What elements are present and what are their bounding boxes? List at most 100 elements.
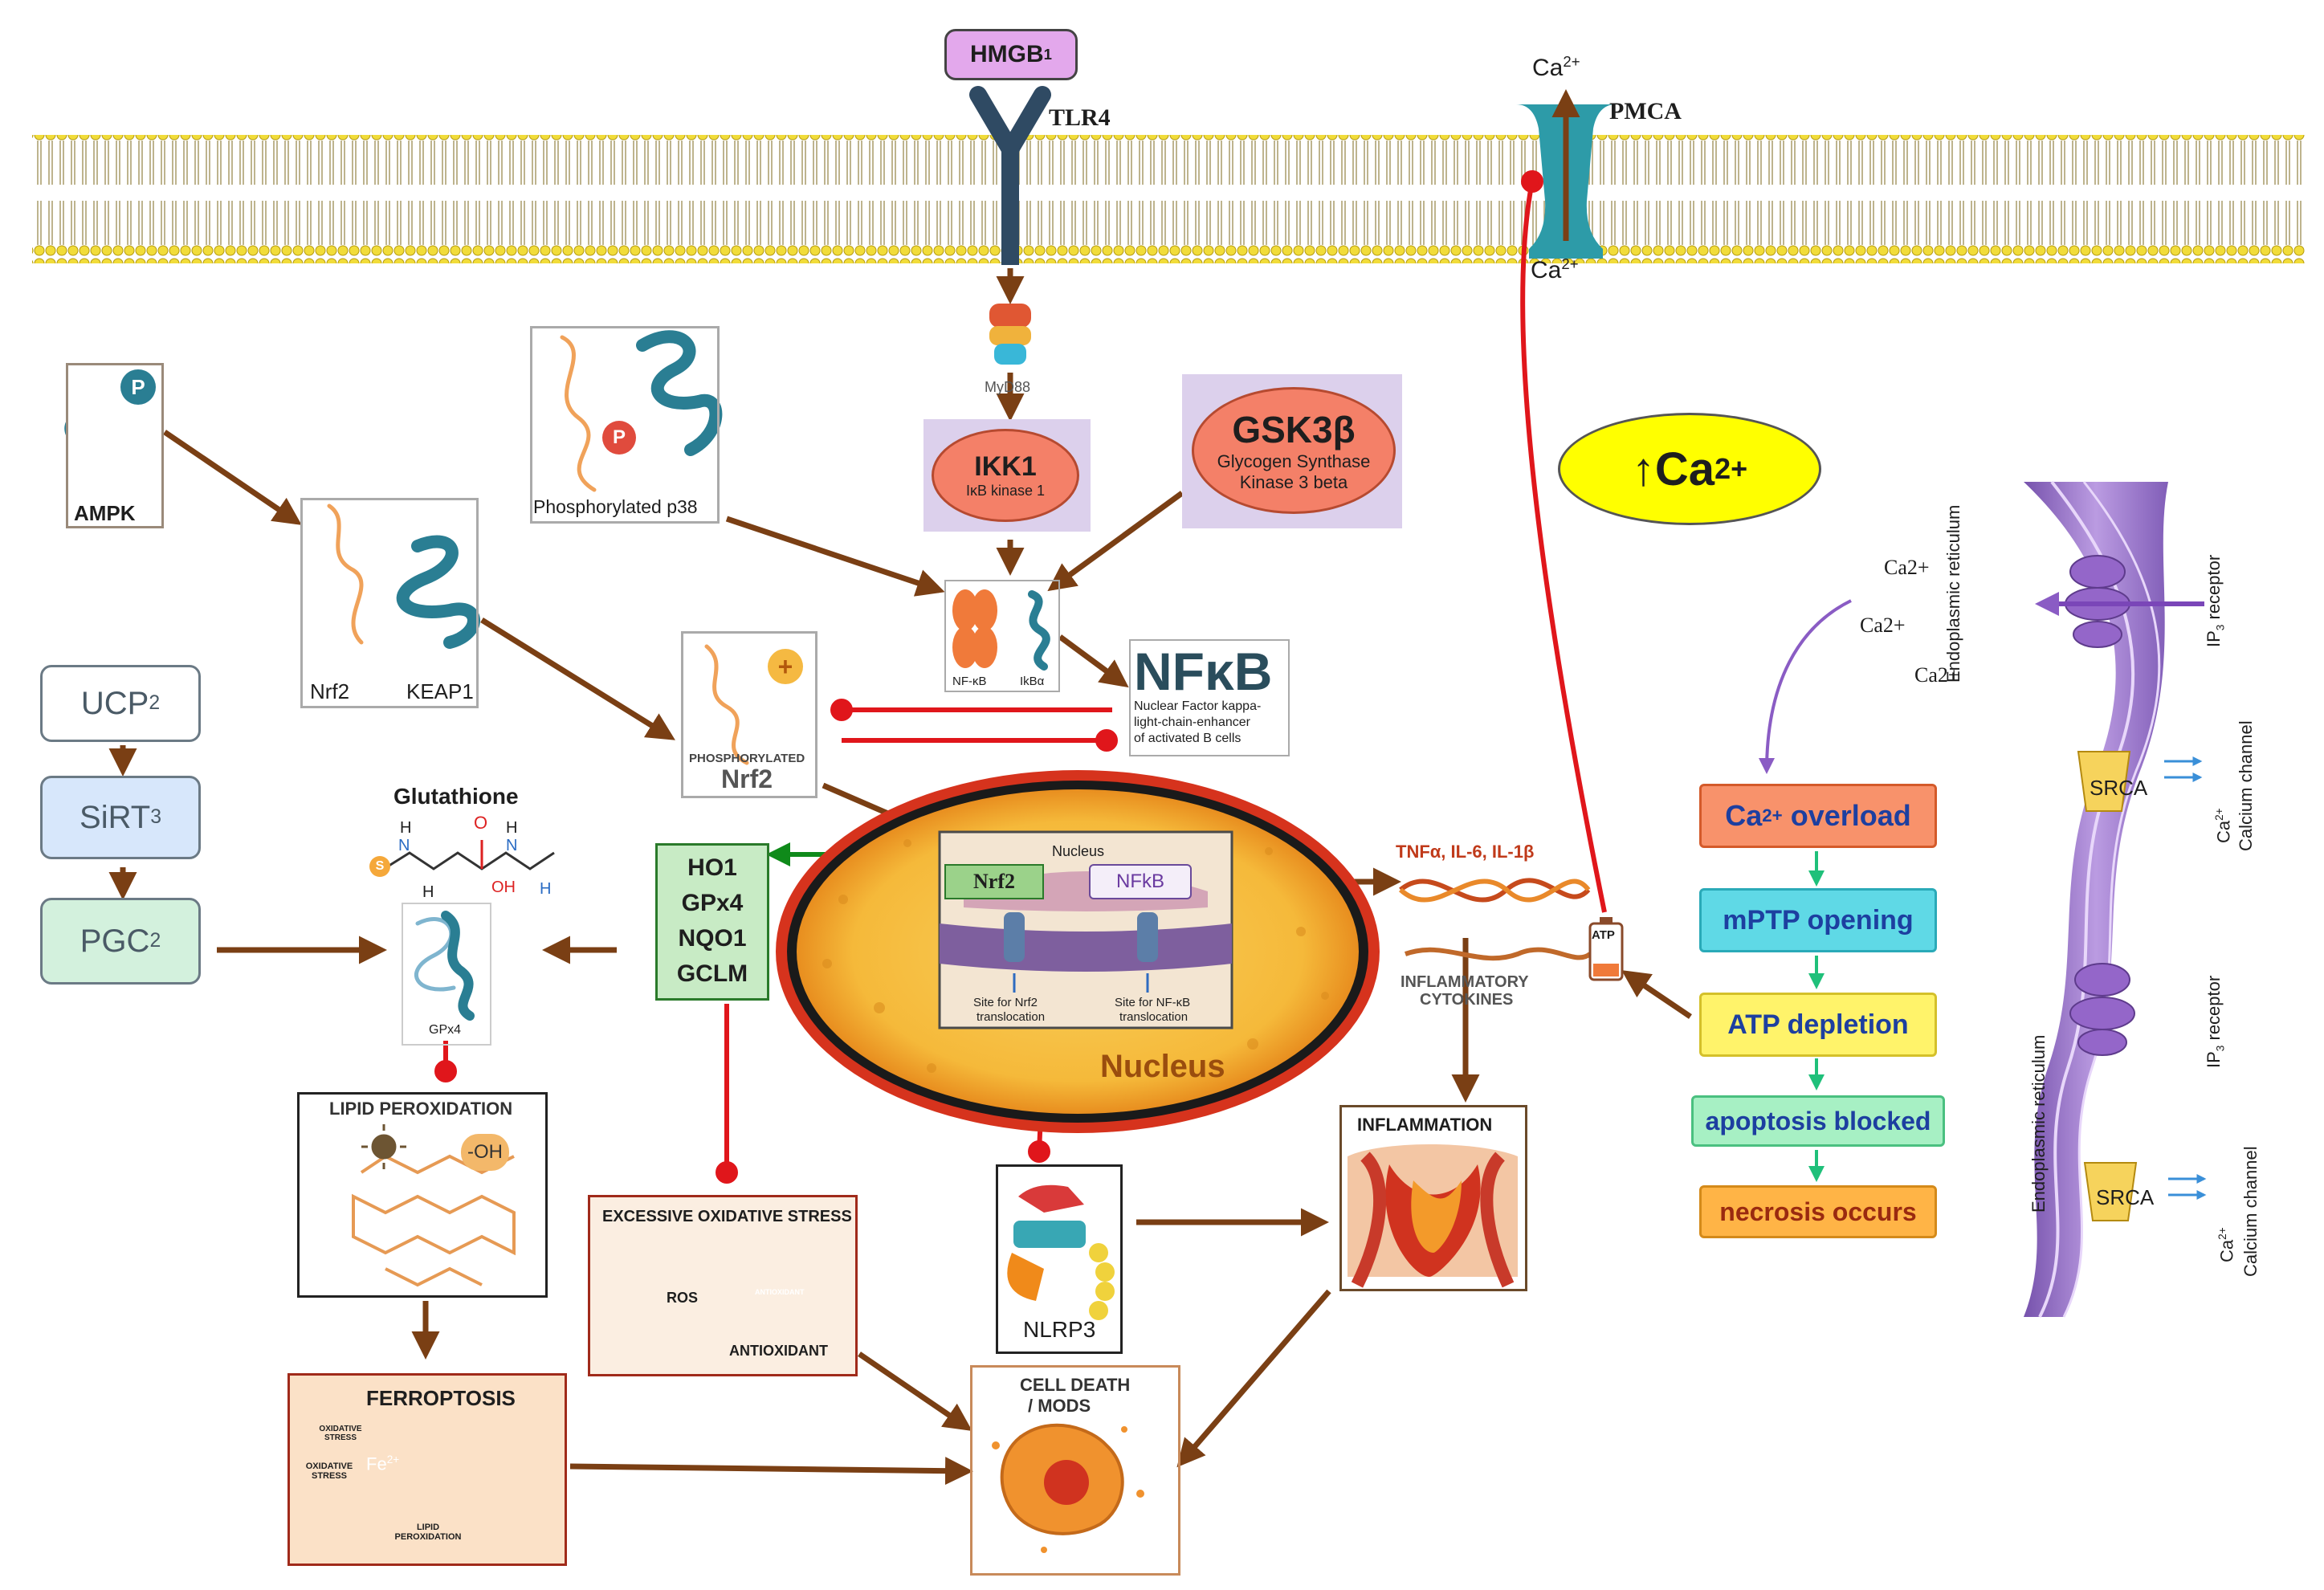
pgc2-sub: 2 [149, 930, 161, 952]
lipid-peroxidation-title: LIPID PEROXIDATION [329, 1099, 513, 1119]
hmgb1-sub: 1 [1043, 46, 1052, 63]
lipid-perox-small: LIPID PEROXIDATION [394, 1523, 462, 1542]
tlr4-receptor [969, 86, 1051, 265]
myd88-label: MyD88 [985, 379, 1031, 395]
ca-ch2-text: Ca [2216, 1239, 2237, 1262]
cytokines-bottom2: CYTOKINES [1420, 991, 1514, 1009]
gene-nqo1: NQO1 [678, 925, 747, 952]
glutathione-structure [353, 817, 562, 898]
ca-free-3: Ca2+ [1914, 663, 1960, 687]
ca-top-text: Ca [1532, 55, 1564, 81]
pgc2-text: PGC [80, 923, 150, 959]
cascade-atp: ATP depletion [1699, 993, 1937, 1057]
cascade-ca-text: Ca [1725, 799, 1763, 832]
p38-protein-graphic [560, 330, 723, 492]
cytokines-bottom1: INFLAMMATORY [1401, 973, 1529, 991]
ca-bottom-text: Ca [1531, 257, 1562, 283]
calcium-channel-1-name: Calcium channel [2236, 720, 2256, 851]
ucp2-text: UCP [80, 685, 149, 721]
cell-membrane [32, 135, 2305, 263]
sirt3-text: SiRT [80, 799, 151, 835]
gsk3b-title: GSK3β [1232, 409, 1356, 450]
necrotic-cell-graphic [992, 1423, 1144, 1553]
site1-b: translocation [976, 1010, 1046, 1024]
nfkb-complex-right: IkBα [1020, 675, 1045, 688]
myd88-adaptor [989, 304, 1031, 365]
fe-text: Fe [366, 1453, 387, 1474]
ros-label: ROS [667, 1290, 699, 1306]
gpx4-protein-graphic [414, 911, 475, 1021]
atom-h4: H [540, 880, 552, 898]
ca-bottom-label: Ca2+ [1531, 255, 1579, 284]
phospho-nrf2-top: PHOSPHORYLATED [689, 752, 805, 765]
calcium-channel-2-name: Calcium channel [2240, 1146, 2261, 1277]
cascade-ca-rest: overload [1782, 799, 1911, 832]
ikk1-subtitle: IκB kinase 1 [965, 483, 1046, 499]
calcium-channel-2: Ca2+ [2216, 1227, 2237, 1262]
tlr4-label: TLR4 [1049, 104, 1111, 131]
ip3-1-rest: receptor [2204, 554, 2224, 625]
nucleus-label: Nucleus [1100, 1049, 1225, 1084]
p38-box [530, 326, 720, 524]
ferroptosis-panel [287, 1373, 567, 1566]
glutathione-title: Glutathione [393, 784, 519, 809]
ferroptosis-title: FERROPTOSIS [366, 1386, 516, 1410]
nfkb-complex-graphic [952, 589, 1050, 671]
ip3-2-sub: 3 [2214, 1045, 2227, 1052]
cascade-necrosis: necrosis occurs [1699, 1185, 1937, 1238]
dna-helix-icon [1398, 878, 1592, 961]
nfkb-desc3: of activated B cells [1134, 732, 1242, 745]
calcium-increase-text: ↑Ca [1631, 442, 1715, 495]
nfkb-title: NFκB [1134, 642, 1273, 701]
er-label-1: Endoplasmic reticulum [1943, 504, 1963, 683]
p38-p-badge: P [602, 421, 636, 455]
gene-ho1: HO1 [687, 854, 737, 881]
phospho-nrf2-label: Nrf2 [721, 764, 773, 793]
atp-icon-label: ATP [1592, 928, 1615, 942]
inhibition-lines [434, 170, 1607, 1184]
calcium-increase-sup: 2+ [1714, 452, 1748, 485]
nfkb-box: NFκB Nuclear Factor kappa- light-chain-e… [1129, 639, 1290, 756]
oxi-stress-1: OXIDATIVE STRESS [319, 1425, 362, 1442]
srca-label-2: SRCA [2096, 1185, 2155, 1209]
er-label-2: Endoplasmic reticulum [2028, 1034, 2049, 1213]
ca-top-label: Ca2+ [1532, 53, 1580, 82]
gpx4-protein-box [402, 903, 491, 1046]
nrf2-keap1-nrf2: Nrf2 [310, 679, 350, 703]
ca-bottom-sup: 2+ [1561, 255, 1579, 272]
cytokines-top: TNFα, IL-6, IL-1β [1396, 842, 1535, 862]
lipid-peroxidation-panel [297, 1092, 548, 1298]
phospho-nrf2-graphic [704, 644, 749, 765]
nucleus-inset-title: Nucleus [1052, 843, 1105, 859]
ikk1-title: IKK1 [974, 451, 1037, 482]
ucp2-sub: 2 [149, 692, 161, 714]
oxi-stress-2: OXIDATIVE STRESS [305, 1462, 353, 1481]
ca-ch1-text: Ca [2213, 820, 2234, 843]
sun-icon [361, 1124, 406, 1169]
atom-h3: H [422, 883, 434, 901]
antioxidant-small: ANTIOXIDANT [755, 1288, 805, 1296]
srca-label-1: SRCA [2090, 776, 2148, 800]
calcium-channel-1: Ca2+ [2213, 808, 2234, 843]
ip3-1-text: IP [2204, 630, 2224, 647]
pmca-pump [1516, 89, 1616, 259]
cell-death-title-2: / MODS [1028, 1396, 1091, 1416]
ca-ch1-sup: 2+ [2213, 808, 2225, 821]
atp-battery-icon [1588, 917, 1624, 981]
fe-label: Fe2+ [366, 1453, 399, 1474]
nlrp3-panel [996, 1164, 1123, 1354]
cascade-apoptosis: apoptosis blocked [1691, 1095, 1945, 1147]
gsk3b-line2: Kinase 3 beta [1239, 472, 1348, 492]
gpx4-protein-label: GPx4 [429, 1023, 462, 1037]
ca-free-2: Ca2+ [1860, 614, 1906, 637]
ca-ch2-sup: 2+ [2216, 1227, 2228, 1240]
gsk3b-line1: Glycogen Synthase [1217, 451, 1371, 471]
atom-oh: OH [491, 879, 516, 896]
nfkb-desc1: Nuclear Factor kappa- [1134, 699, 1262, 713]
atom-o1: O [474, 813, 488, 833]
